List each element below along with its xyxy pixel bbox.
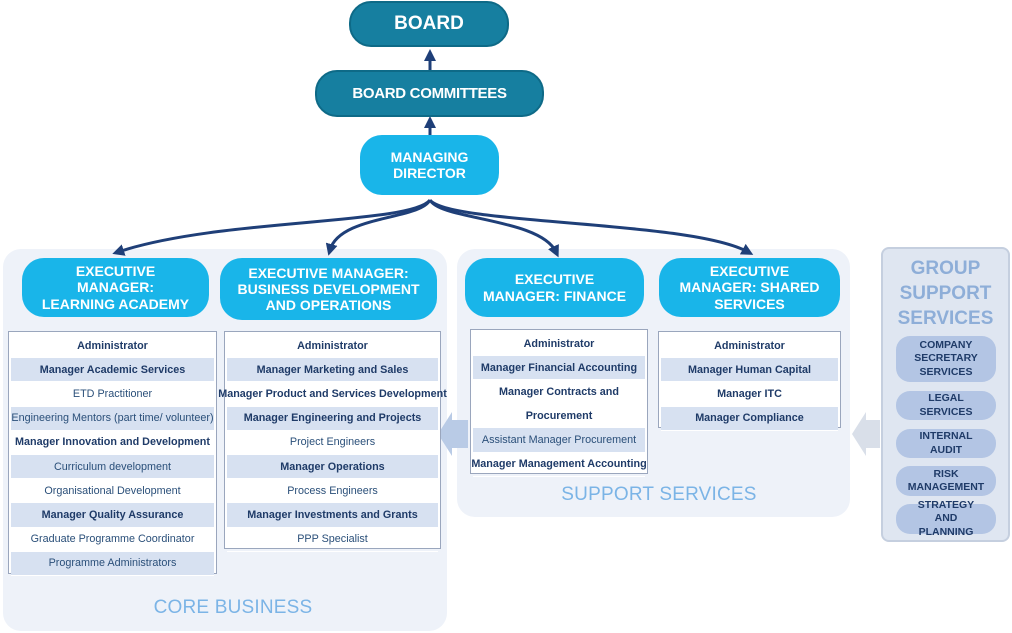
table-row: Assistant Manager Procurement	[473, 428, 645, 453]
table-row: Manager Marketing and Sales	[227, 358, 438, 383]
group-support-item: LEGAL SERVICES	[896, 391, 996, 420]
support-services-label: SUPPORT SERVICES	[561, 484, 757, 505]
table-row: Administrator	[11, 334, 214, 359]
table-row: Process Engineers	[227, 479, 438, 504]
table-row: Manager Investments and Grants	[227, 503, 438, 528]
board-box: BOARD	[349, 1, 509, 47]
group-support-item: STRATEGY AND PLANNING	[896, 499, 996, 538]
core-business-label: CORE BUSINESS	[153, 597, 313, 618]
table-row: Curriculum development	[11, 454, 214, 480]
table-row: Engineering Mentors (part time/ voluntee…	[11, 406, 214, 431]
table-row: Manager Management Accounting	[471, 453, 647, 477]
table-row: Manager Compliance	[661, 406, 838, 431]
table-row: Programme Administrators	[11, 551, 214, 576]
table-row: Manager Operations	[227, 454, 438, 480]
table-row: Manager ITC	[661, 382, 838, 407]
table-row: Manager Contracts and Procurement	[473, 380, 645, 429]
board-committees-box: BOARD COMMITTEES	[315, 70, 544, 117]
exec-finance: EXECUTIVE MANAGER: FINANCE	[465, 258, 644, 317]
block-arrow-group-to-support	[852, 412, 880, 456]
exec-learning-academy: EXECUTIVE MANAGER: LEARNING ACADEMY	[22, 258, 209, 317]
group-support-item: INTERNAL AUDIT	[896, 429, 996, 458]
connector-md-shared	[428, 198, 754, 255]
table-row: Manager Engineering and Projects	[227, 406, 438, 431]
table-row: ETD Practitioner	[11, 382, 214, 407]
table-row: Manager Academic Services	[11, 358, 214, 383]
exec-shared-services: EXECUTIVE MANAGER: SHARED SERVICES	[659, 258, 840, 317]
table-row: Graduate Programme Coordinator	[11, 528, 214, 552]
managing-director-box: MANAGING DIRECTOR	[360, 135, 499, 195]
table-row: Manager Quality Assurance	[11, 503, 214, 528]
table-row: Manager Human Capital	[661, 358, 838, 383]
table-row: Administrator	[661, 334, 838, 359]
connector-md-learning	[112, 198, 432, 256]
table-row: PPP Specialist	[227, 528, 438, 552]
group-support-item: RISK MANAGEMENT	[896, 466, 996, 496]
table-row: Organisational Development	[11, 479, 214, 504]
connector-md-bizdev	[325, 199, 432, 256]
table-row: Manager Financial Accounting	[473, 356, 645, 381]
table-row: Manager Innovation and Development	[11, 431, 214, 455]
group-support-item: COMPANY SECRETARY SERVICES	[896, 336, 996, 382]
exec-business-development: EXECUTIVE MANAGER: BUSINESS DEVELOPMENT …	[220, 258, 437, 320]
table-row: Administrator	[473, 332, 645, 357]
table-row: Manager Product and Services Development	[218, 382, 447, 407]
group-support-title: GROUP SUPPORT SERVICES	[897, 258, 994, 329]
table-row: Project Engineers	[227, 431, 438, 455]
table-row: Administrator	[227, 334, 438, 359]
block-arrow-support-to-core	[438, 412, 468, 456]
